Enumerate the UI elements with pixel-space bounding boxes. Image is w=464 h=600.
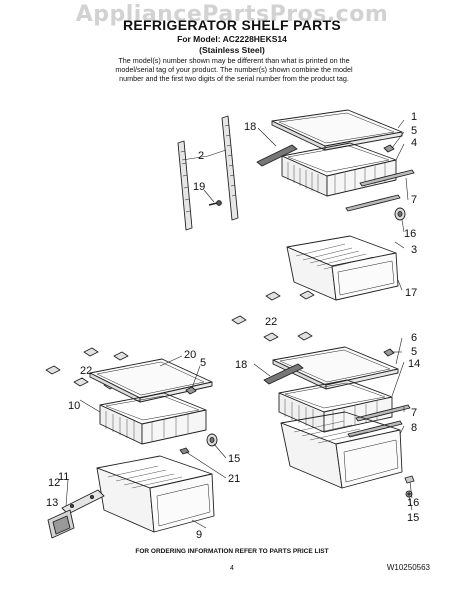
callout-5: 5 <box>411 125 417 137</box>
slide-rails-upper <box>345 169 415 212</box>
watermark: AppliancePartsPros.com <box>75 2 389 27</box>
page-title: REFRIGERATOR SHELF PARTS <box>123 17 341 33</box>
document-number: W10250563 <box>386 563 430 572</box>
callout-5: 5 <box>200 357 206 369</box>
shelf-trim-upper <box>256 144 298 167</box>
glass-shelf-upper <box>271 109 403 151</box>
callout-22: 22 <box>80 365 92 377</box>
clips-22-middle <box>231 290 315 342</box>
callout-16: 16 <box>407 497 419 509</box>
callout-20: 20 <box>184 349 196 361</box>
callout-7: 7 <box>411 407 417 419</box>
model-note: The model(s) number shown may be differe… <box>115 56 353 83</box>
crisper-drawer-lower <box>280 411 403 489</box>
callout-16: 16 <box>404 228 416 240</box>
bracket-11-12 <box>61 489 105 515</box>
callout-3: 3 <box>411 244 417 256</box>
callout-labels: 1 5 4 18 2 19 7 16 3 17 22 6 5 14 18 7 8… <box>46 111 420 541</box>
callout-18: 18 <box>235 359 247 371</box>
bearing-15-left <box>206 433 218 447</box>
clip-5-left <box>185 386 197 395</box>
page-number: 4 <box>230 565 234 572</box>
callout-8: 8 <box>411 422 417 434</box>
callout-22: 22 <box>265 316 277 328</box>
callout-11: 11 <box>58 471 69 483</box>
ordering-info: FOR ORDERING INFORMATION REFER TO PARTS … <box>135 548 329 555</box>
callout-12: 12 <box>48 477 60 489</box>
crisper-drawer-upper <box>286 235 399 301</box>
shelf-frame-upper <box>281 142 397 197</box>
callout-15: 15 <box>407 512 419 524</box>
callout-4: 4 <box>411 137 417 149</box>
callout-21: 21 <box>228 473 240 485</box>
callout-17: 17 <box>405 287 417 299</box>
clip-5-upper <box>383 144 395 153</box>
finish-label: (Stainless Steel) <box>199 45 265 55</box>
callout-9: 9 <box>196 529 202 541</box>
bearing-16-lower <box>404 475 415 484</box>
callout-2: 2 <box>198 150 204 162</box>
callout-10: 10 <box>68 400 80 412</box>
callout-14: 14 <box>408 358 420 370</box>
shelf-frame-left <box>99 392 207 445</box>
glass-shelf-lower <box>272 346 399 390</box>
callout-15: 15 <box>228 453 240 465</box>
clip-5-lower <box>383 348 395 357</box>
callout-1: 1 <box>411 111 417 123</box>
model-number: For Model: AC2228HEKS14 <box>177 34 287 44</box>
callout-6: 6 <box>411 332 417 344</box>
callout-5: 5 <box>411 346 417 358</box>
shelf-rails-vertical <box>177 115 239 231</box>
leader-lines <box>65 119 413 529</box>
bracket-13 <box>47 509 75 539</box>
shelf-trim-lower <box>263 363 304 385</box>
callout-13: 13 <box>46 497 58 509</box>
bearing-16-upper <box>394 207 406 221</box>
callout-18: 18 <box>244 121 256 133</box>
clips-22-left <box>45 347 129 390</box>
crisper-drawer-left <box>96 455 215 533</box>
callout-19: 19 <box>193 181 205 193</box>
screw-19 <box>208 200 222 206</box>
shelf-frame-lower <box>278 379 393 433</box>
callout-7: 7 <box>411 194 417 206</box>
